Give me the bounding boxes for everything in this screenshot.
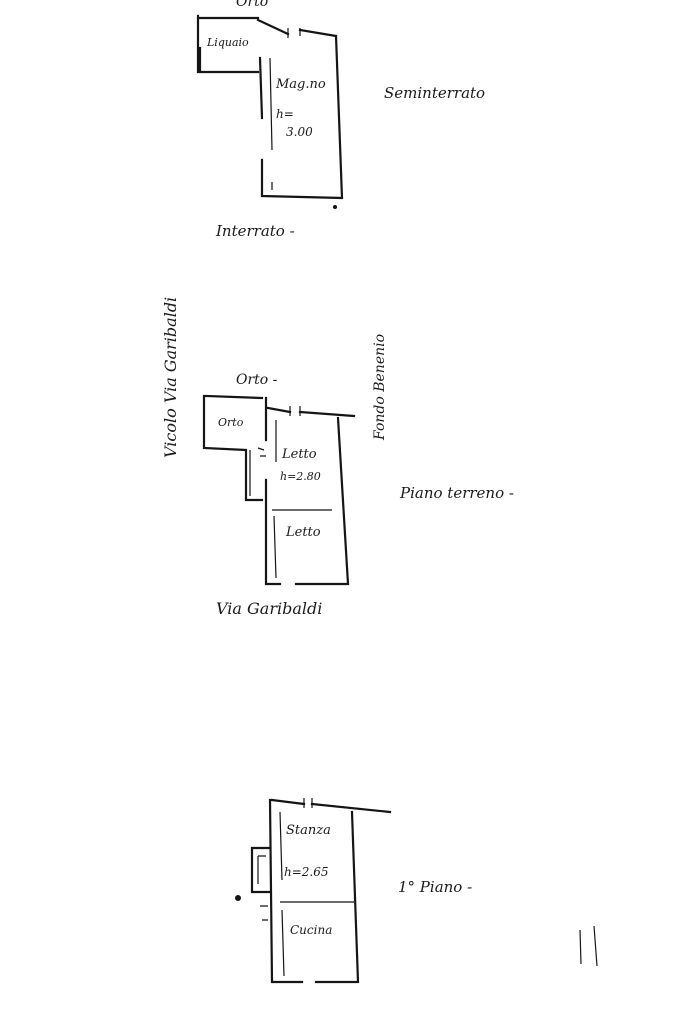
stanza-h-label: h=2.65: [284, 865, 329, 879]
balcony-inner: [257, 855, 268, 921]
drain-mark: [235, 895, 241, 901]
magazzino-label: Mag.no: [275, 77, 326, 92]
primo-piano-plan: Stanza h=2.65 Cucina 1° Piano -: [235, 798, 472, 984]
seminterrato-label: Seminterrato: [384, 84, 485, 102]
letto1-h-label: h=2.80: [280, 470, 321, 483]
orto-annex-walls: [202, 394, 268, 502]
magazzino-walls: [256, 18, 344, 200]
liquaio-walls: [196, 14, 260, 74]
orto-annex-inner: [249, 447, 266, 496]
cucina-label: Cucina: [290, 923, 332, 937]
seminterrato-plan: Orto Liquaio Mag.no h= 3.00 Seminterrato…: [196, 0, 485, 240]
letto-walls: [264, 406, 356, 586]
top-orto-label: Orto: [236, 0, 268, 10]
balcony-walls: [250, 846, 272, 894]
vicolo-street-label: Vicolo Via Garibaldi: [161, 297, 180, 458]
survey-point: [333, 205, 337, 209]
margin-marks: [579, 925, 598, 967]
letto2-label: Letto: [285, 525, 321, 540]
mid-orto-label: Orto -: [236, 372, 278, 388]
liquaio-label: Liquaio: [206, 36, 249, 49]
fondo-label: Fondo Benenio: [372, 334, 388, 441]
via-garibaldi-label: Via Garibaldi: [216, 599, 322, 618]
letto-inner-walls: [272, 406, 332, 579]
piano-terreno-plan: Orto - Orto Letto h=2.80 Letto Piano ter…: [202, 372, 514, 618]
letto1-label: Letto: [281, 447, 317, 462]
piano-terreno-label: Piano terreno -: [399, 484, 514, 502]
stanza-label: Stanza: [286, 823, 331, 838]
primo-piano-inner-walls: [279, 798, 354, 977]
magazzino-inner-walls: [269, 28, 301, 190]
magazzino-h-value: 3.00: [286, 125, 313, 139]
primo-piano-label: 1° Piano -: [398, 878, 472, 896]
primo-piano-walls: [268, 798, 392, 984]
magazzino-h-label: h=: [276, 107, 294, 121]
interrato-label: Interrato -: [215, 222, 295, 240]
orto-room-label: Orto: [218, 416, 244, 429]
